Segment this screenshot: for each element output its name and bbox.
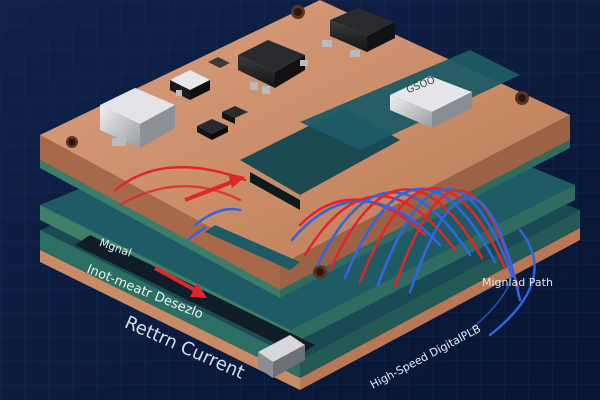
arrow-icon bbox=[184, 173, 245, 202]
signal-arc bbox=[113, 165, 247, 242]
mount-hole-icon bbox=[66, 136, 78, 148]
smd-component-tiny bbox=[208, 57, 230, 68]
signal-path-curve bbox=[469, 228, 536, 337]
arrow-icon bbox=[154, 266, 207, 298]
mount-hole-icon bbox=[313, 265, 327, 279]
smd-chip-large bbox=[238, 40, 308, 94]
smd-component-tiny bbox=[197, 119, 228, 140]
mount-hole-icon bbox=[515, 91, 529, 105]
smd-component-tiny bbox=[222, 106, 248, 124]
silver-inductor bbox=[100, 88, 175, 148]
em-field-lines bbox=[290, 187, 522, 302]
top-copper-plate bbox=[40, 0, 570, 298]
oscillator-package bbox=[390, 76, 472, 128]
smd-chip-top-right bbox=[322, 8, 395, 57]
edge-connector bbox=[258, 335, 305, 378]
mount-hole-icon bbox=[291, 5, 305, 19]
smd-component-small bbox=[170, 70, 210, 100]
signal-path-label: Mignlad Path bbox=[482, 276, 553, 289]
